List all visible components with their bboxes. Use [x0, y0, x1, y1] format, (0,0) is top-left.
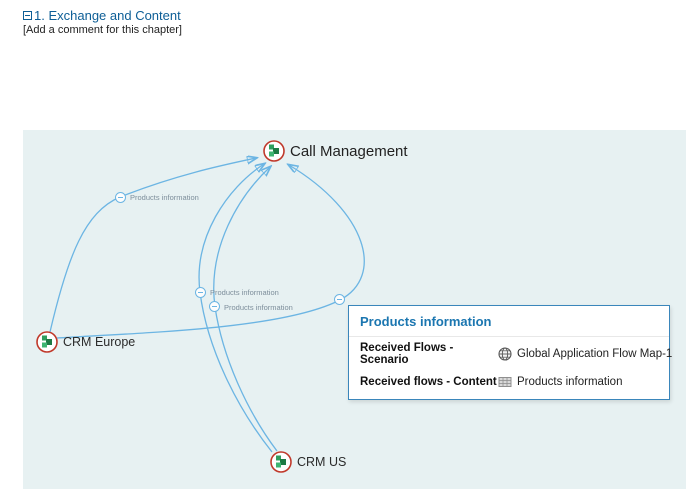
- application-icon: [36, 331, 58, 353]
- flow-label: Products information: [224, 303, 293, 312]
- tooltip-row-value: Global Application Flow Map-1: [517, 348, 673, 360]
- tooltip-row-value: Products information: [517, 376, 623, 388]
- chapter-header: 1. Exchange and Content: [23, 8, 181, 23]
- content-grid-icon: [498, 376, 513, 388]
- add-comment-link[interactable]: [Add a comment for this chapter]: [23, 24, 182, 36]
- node-label: CRM Europe: [63, 335, 136, 349]
- tooltip-row-content: Received flows - Content Products inform…: [349, 371, 669, 393]
- tooltip-title: Products information: [349, 306, 669, 337]
- node-crm-us[interactable]: CRM US: [270, 451, 346, 473]
- tooltip-row-scenario: Received Flows - Scenario Global Applica…: [349, 337, 673, 371]
- tooltip-row-label: Received Flows - Scenario: [360, 342, 454, 366]
- flow-label: Products information: [210, 288, 279, 297]
- node-crm-europe[interactable]: CRM Europe: [36, 331, 135, 353]
- flow-collapse-toggle[interactable]: [195, 287, 206, 298]
- flow-label: Products information: [130, 193, 199, 202]
- flow-collapse-toggle[interactable]: [115, 192, 126, 203]
- application-icon: [263, 140, 285, 162]
- application-icon: [270, 451, 292, 473]
- globe-icon: [498, 347, 513, 361]
- flow-collapse-toggle[interactable]: [209, 301, 220, 312]
- node-call-management[interactable]: Call Management: [263, 140, 408, 162]
- chapter-title[interactable]: 1. Exchange and Content: [34, 8, 181, 23]
- flow-diagram-canvas: Call Management CRM Europe: [23, 130, 686, 489]
- chapter-collapse-icon[interactable]: [23, 11, 32, 20]
- tooltip-row-label: Received flows - Content: [360, 376, 497, 388]
- flow-collapse-toggle[interactable]: [334, 294, 345, 305]
- flow-edge-right-arc[interactable]: [56, 165, 365, 339]
- node-label: CRM US: [297, 455, 347, 469]
- flow-tooltip: Products information Received Flows - Sc…: [348, 305, 673, 400]
- node-label: Call Management: [290, 142, 408, 160]
